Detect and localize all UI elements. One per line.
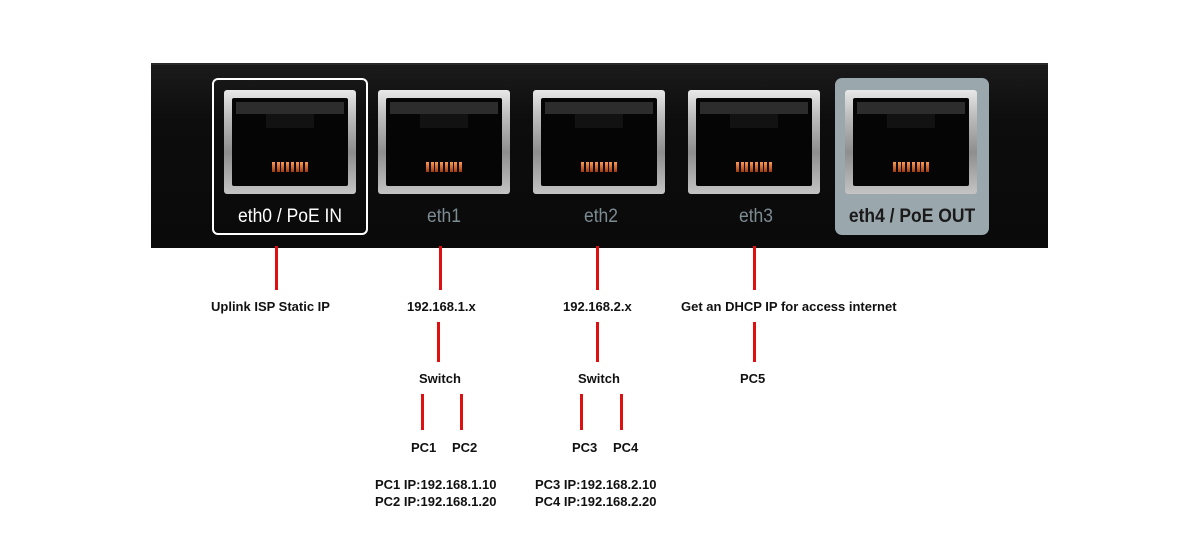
- pc2-ip: PC2 IP:192.168.1.20: [375, 494, 497, 509]
- pc2-line: [460, 394, 463, 430]
- pc1-line: [421, 394, 424, 430]
- eth2-switch-line: [596, 322, 599, 362]
- eth0-port-label: eth0 / PoE IN: [238, 206, 342, 227]
- eth0-uplink-note: Uplink ISP Static IP: [211, 299, 330, 314]
- eth3-port-label: eth3: [738, 206, 774, 227]
- eth1-switch-line: [437, 322, 440, 362]
- eth0-uplink-line: [275, 246, 278, 290]
- eth2-port-jack: [533, 90, 665, 194]
- pc5-label: PC5: [740, 371, 766, 386]
- pc5-line: [753, 322, 756, 362]
- eth4-port-jack: [845, 90, 977, 194]
- eth1-subnet: 192.168.1.x: [407, 299, 476, 314]
- pc1-label: PC1: [411, 440, 437, 455]
- eth0-highlight-frame: [212, 78, 368, 235]
- eth3-port-jack: [688, 90, 820, 194]
- eth3-line: [753, 246, 756, 290]
- eth1-line: [439, 246, 442, 290]
- pc3-label: PC3: [572, 440, 598, 455]
- pc1-ip: PC1 IP:192.168.1.10: [375, 477, 497, 492]
- pc4-label: PC4: [613, 440, 639, 455]
- eth2-line: [596, 246, 599, 290]
- eth1-port-label: eth1: [426, 206, 462, 227]
- eth3-dhcp-note: Get an DHCP IP for access internet: [681, 299, 897, 314]
- eth1-switch-label: Switch: [419, 371, 461, 386]
- pc2-label: PC2: [452, 440, 478, 455]
- pc4-line: [620, 394, 623, 430]
- pc3-ip: PC3 IP:192.168.2.10: [535, 477, 657, 492]
- eth4-port-label: eth4 / PoE OUT: [848, 206, 976, 227]
- eth0-port-jack: [224, 90, 356, 194]
- eth1-port-jack: [378, 90, 510, 194]
- pc3-line: [580, 394, 583, 430]
- pc4-ip: PC4 IP:192.168.2.20: [535, 494, 657, 509]
- eth2-switch-label: Switch: [578, 371, 620, 386]
- eth2-port-label: eth2: [583, 206, 619, 227]
- eth2-subnet: 192.168.2.x: [563, 299, 632, 314]
